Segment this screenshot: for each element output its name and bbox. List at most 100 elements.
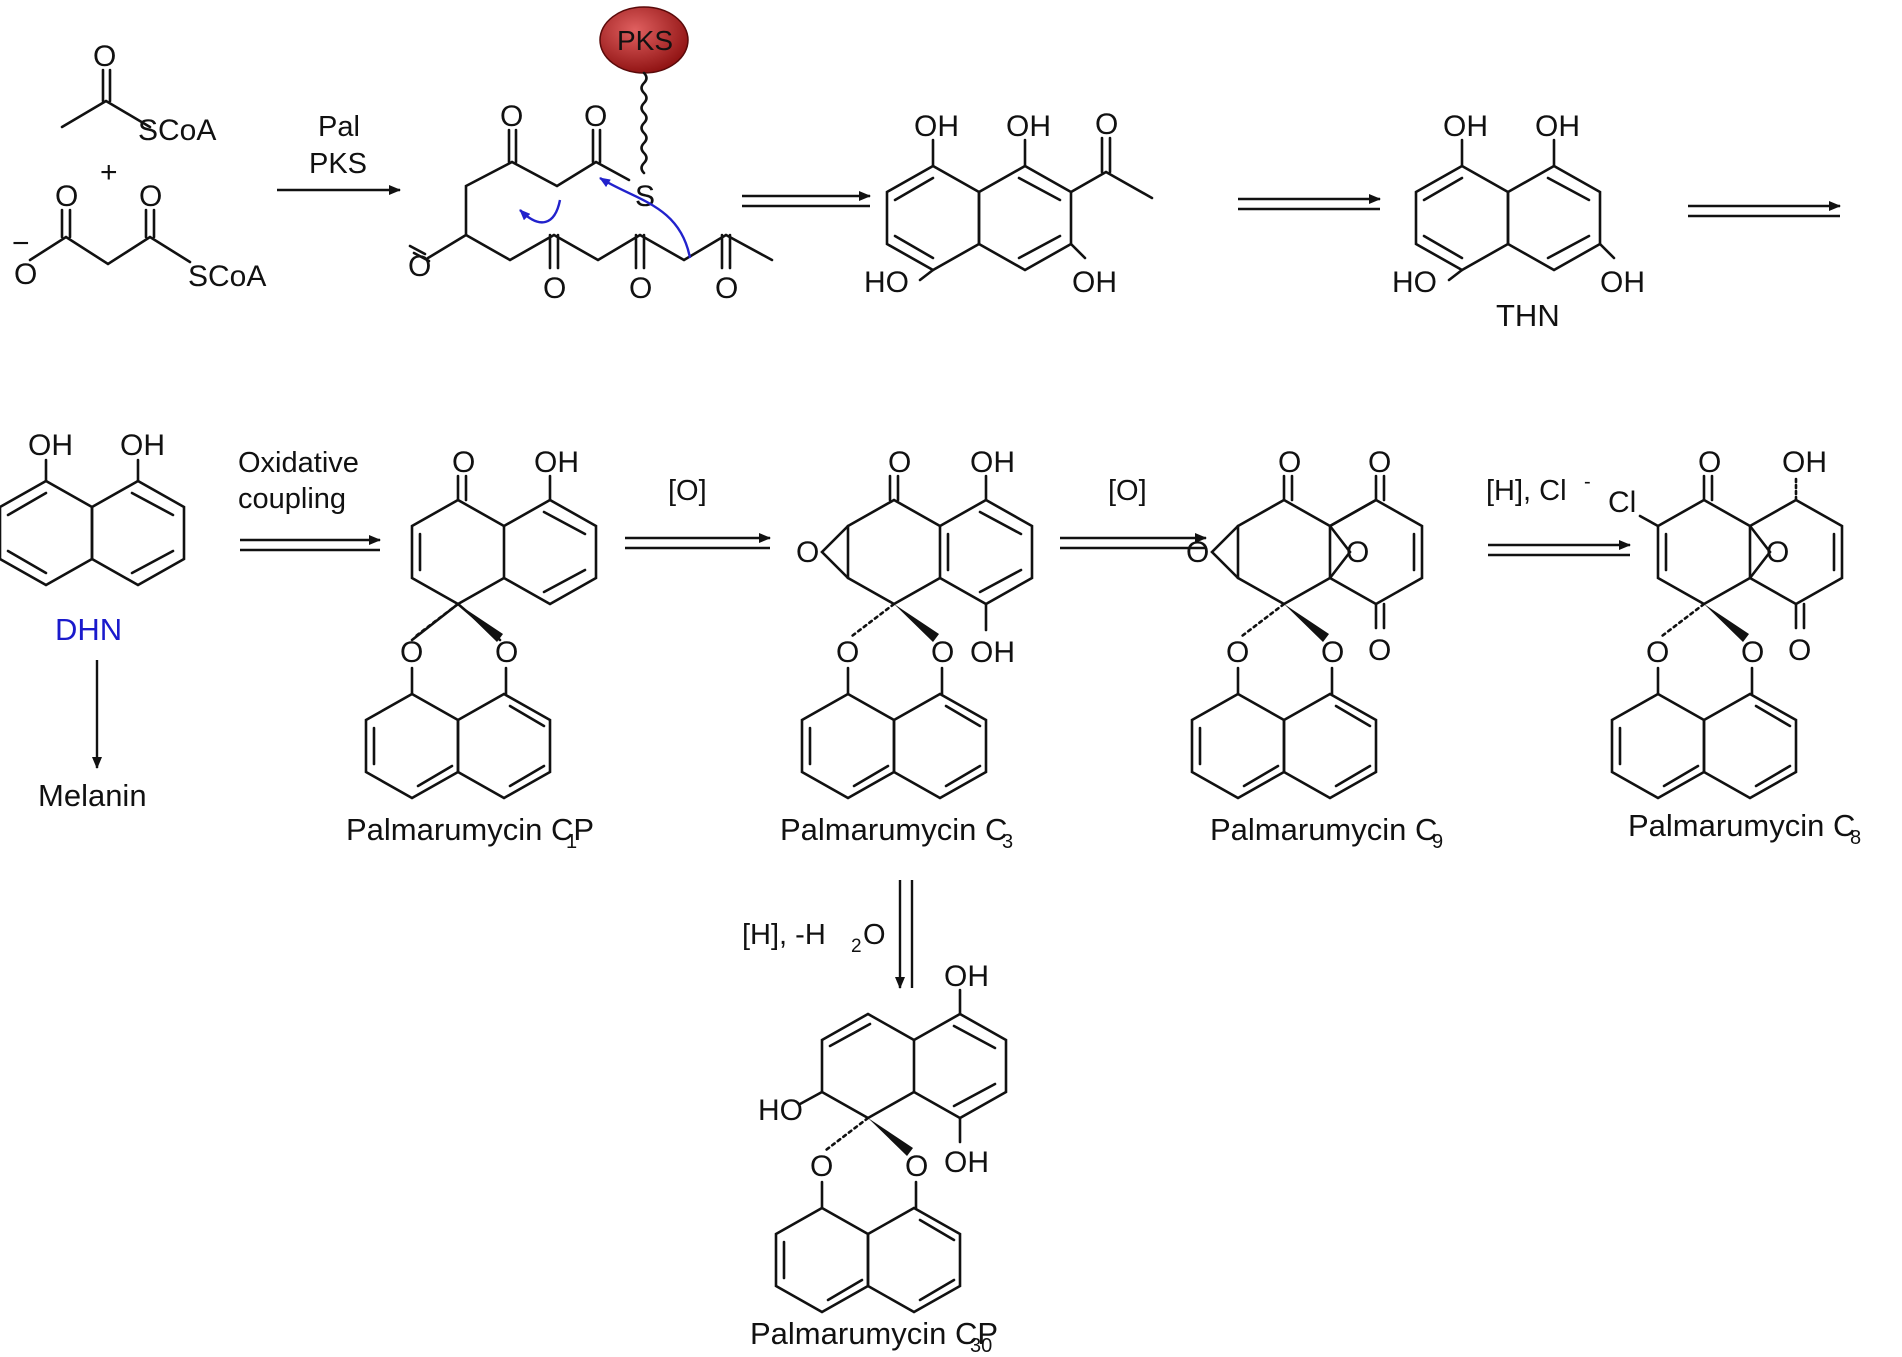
c8-bridge-o: O [1766,536,1789,569]
coupling-label: coupling [238,483,346,515]
malonyl-charge: − [12,227,30,260]
reduction-chlorination-sup: - [1584,471,1591,493]
pks-o-label-2: O [500,100,523,133]
thn-oh-4: OH [1600,266,1645,299]
c3-label-oh2: OH [970,636,1015,669]
acetyl-thn-oh-3: HO [864,266,909,299]
malonyl-o-minus-label: O [14,258,37,291]
c9-epoxide-o: O [1186,536,1209,569]
dhn-oh-2: OH [120,429,165,462]
curved-arrow-1 [599,176,692,259]
curved-arrow-2 [519,199,562,224]
c3-label-o3: O [836,636,859,669]
pks-bead-label: PKS [617,25,673,56]
malonyl-o1-label: O [55,180,78,213]
c8-name: Palmarumycin C [1628,808,1855,843]
cp30-name-sub: 30 [970,1335,992,1357]
oxidation-2-label: [O] [1108,475,1147,507]
c9-label-o3: O [1368,634,1391,667]
dhn-name: DHN [55,612,122,647]
cp1-name-sub: 1 [566,831,577,853]
cp30-label-oh1: OH [944,960,989,993]
c3-epoxide-o: O [796,536,819,569]
oxidation-1-label: [O] [668,475,707,507]
pks-o-label-3: O [408,250,431,283]
reduction-dehydration-sub: 2 [851,936,862,957]
acetyl-scoa: O SCoA [60,40,216,147]
oxidative-label: Oxidative [238,447,359,479]
palmarumycin-c9: O O O O O O O Palmarumycin C 9 [1186,446,1443,853]
c3-label-oh: OH [970,446,1015,479]
pks-bound-polyketide: PKS S O O O O O O [408,6,774,305]
cp30-name: Palmarumycin CP [750,1316,998,1351]
palmarumycin-c8: O OH Cl O O O O Palmarumycin C 8 [1608,446,1861,849]
malonyl-o2-label: O [139,180,162,213]
pks-condition-label: PKS [309,148,367,180]
cp1-name: Palmarumycin CP [346,812,594,847]
c9-name: Palmarumycin C [1210,812,1437,847]
multistep-arrow-2 [1238,194,1381,211]
acetyl-thn-oh-4: OH [1072,266,1117,299]
acetyl-scoa-label: SCoA [138,114,216,147]
palmarumycin-cp1: O OH O O Palmarumycin CP 1 [346,446,598,853]
pal-pks-step: Pal PKS [277,111,401,195]
oxidative-coupling-step: Oxidative coupling [238,447,381,552]
reduction-dehydration-step: [H], -H 2 O [742,880,914,989]
pks-o-label-1: O [584,100,607,133]
oxidation-step-1: [O] [625,475,771,550]
plus-sign: + [100,156,118,189]
c9-label-o5: O [1226,636,1249,669]
c9-bridge-o: O [1346,536,1369,569]
acetyl-thn: O OH OH HO OH [864,108,1154,299]
oxidation-step-2: [O] [1060,475,1207,550]
c9-name-sub: 9 [1432,831,1443,853]
cp30-label-oh2: OH [944,1146,989,1179]
c8-label-o1: O [1698,446,1721,479]
acetyl-thn-o-label: O [1095,108,1118,141]
c3-label-o4: O [931,636,954,669]
reduction-dehydration-label: [H], -H [742,919,826,951]
thn-oh-3: HO [1392,266,1437,299]
c9-label-o2: O [1368,446,1391,479]
c8-label-o2: O [1788,634,1811,667]
c8-label-o3: O [1646,636,1669,669]
palmarumycin-c3: O OH O OH O O Palmarumycin C 3 [780,446,1034,853]
reduction-dehydration-label-b: O [863,919,886,951]
dhn-oh-1: OH [28,429,73,462]
palmarumycin-cp30: OH HO OH O O Palmarumycin CP 30 [750,960,1008,1357]
pks-o-label-4: O [543,272,566,305]
cp1-label-oh: OH [534,446,579,479]
thn: OH OH HO OH THN [1392,110,1645,333]
cp30-label-o2: O [905,1150,928,1183]
thn-oh-1: OH [1443,110,1488,143]
pks-o-label-6: O [715,272,738,305]
thn-name: THN [1496,298,1560,333]
c8-name-sub: 8 [1850,827,1861,849]
multistep-arrow-1 [742,191,871,208]
pal-label: Pal [318,111,360,143]
multistep-arrow-3 [1688,201,1841,218]
acetyl-thn-oh-2: OH [1006,110,1051,143]
c8-label-cl: Cl [1608,486,1636,519]
c8-label-oh: OH [1782,446,1827,479]
cp30-label-ho: HO [758,1094,803,1127]
melanin-name: Melanin [38,778,147,813]
reduction-chlorination-label: [H], Cl [1486,475,1567,507]
acetyl-o-label: O [93,40,116,73]
c3-label-o: O [888,446,911,479]
malonyl-scoa-label: SCoA [188,260,266,293]
thn-oh-2: OH [1535,110,1580,143]
dhn: OH OH DHN Melanin [0,429,186,813]
c9-label-o6: O [1321,636,1344,669]
c3-name: Palmarumycin C [780,812,1007,847]
cp1-label-o: O [452,446,475,479]
c3-name-sub: 3 [1002,831,1013,853]
reduction-chlorination-step: [H], Cl - [1486,471,1631,557]
cp1-label-o3: O [495,636,518,669]
cp30-label-o1: O [810,1150,833,1183]
cp1-label-o2: O [400,636,423,669]
c8-label-o4: O [1741,636,1764,669]
c9-label-o1: O [1278,446,1301,479]
acetyl-thn-oh-1: OH [914,110,959,143]
